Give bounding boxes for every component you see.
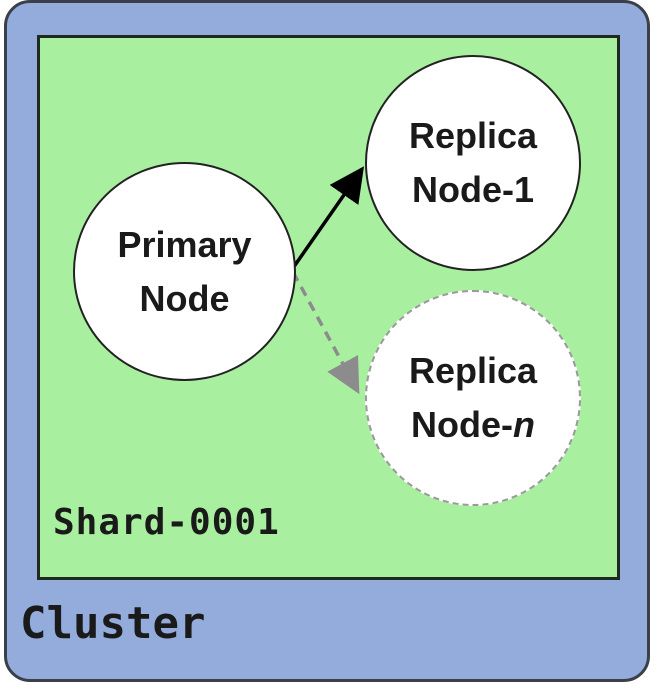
replica-node-n-label: Replica Node-n — [409, 344, 537, 452]
primary-node: Primary Node — [73, 162, 296, 381]
replica-node-n-label-prefix: Node- — [411, 404, 513, 445]
replica-node-n-label-line2: Node-n — [409, 398, 537, 452]
shard-label: Shard-0001 — [53, 502, 280, 543]
primary-node-label-line1: Primary — [117, 223, 252, 265]
primary-node-label-line2: Node — [139, 277, 230, 319]
replica-node-n-label-line1: Replica — [408, 350, 538, 391]
replica-node-1-label-line1: Replica — [408, 115, 538, 156]
primary-node-label: Primary Node — [117, 218, 251, 326]
replica-node-1: Replica Node-1 — [365, 55, 581, 271]
replica-node-n: Replica Node-n — [365, 290, 581, 506]
cluster-label: Cluster — [20, 598, 206, 649]
replica-node-n-label-suffix: n — [513, 404, 535, 445]
replica-node-1-label-line2: Node-1 — [411, 169, 534, 210]
replica-node-1-label: Replica Node-1 — [409, 109, 537, 217]
